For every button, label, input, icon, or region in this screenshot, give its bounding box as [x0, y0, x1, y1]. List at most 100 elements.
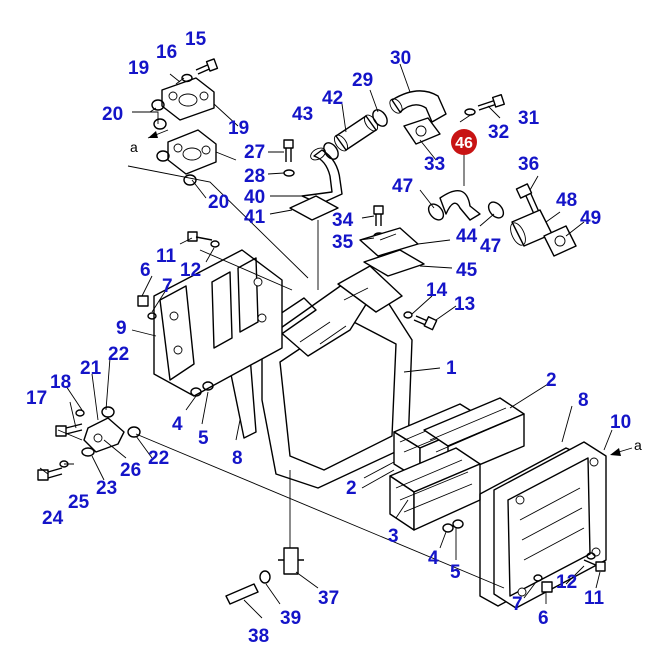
washer-18 [75, 409, 85, 417]
callout-24: 24 [42, 508, 64, 529]
callout-27: 27 [244, 142, 265, 163]
callout-46: 46 [455, 135, 473, 152]
cooler-3-stack [389, 447, 481, 531]
callout-12-lower: 12 [556, 572, 577, 593]
callout-13: 13 [454, 294, 475, 315]
callout-5-right: 5 [450, 562, 461, 583]
washer-12-upper [210, 240, 220, 248]
callout-4-left: 4 [172, 414, 183, 435]
clamp-29 [372, 109, 388, 127]
callout-14: 14 [426, 280, 448, 301]
elbow-40 [301, 147, 343, 205]
bolt-34 [373, 205, 384, 226]
callout-33: 33 [424, 154, 445, 175]
washer-28 [283, 169, 295, 177]
callout-26: 26 [120, 460, 141, 481]
callout-20-lower: 20 [208, 192, 229, 213]
callout-7-right: 7 [512, 594, 523, 615]
callout-23: 23 [96, 478, 117, 499]
callout-19-upper: 19 [128, 58, 149, 79]
callout-17: 17 [26, 388, 47, 409]
bolt-27 [283, 139, 294, 162]
callout-38: 38 [248, 626, 269, 647]
callout-10: 10 [610, 412, 631, 433]
nut-6-left [137, 295, 149, 307]
callout-2-lower: 2 [346, 478, 357, 499]
callout-32: 32 [488, 122, 509, 143]
callout-47-lower: 47 [480, 236, 501, 257]
callout-5-left: 5 [198, 428, 209, 449]
nut-6-right [541, 581, 553, 593]
callout-7-left: 7 [162, 276, 173, 297]
adapter-48 [510, 209, 553, 247]
callout-1: 1 [446, 358, 457, 379]
o-rings-upper-20 [151, 99, 167, 130]
callout-45: 45 [456, 260, 478, 281]
callout-20-upper: 20 [102, 104, 123, 125]
bolt-36 [515, 183, 540, 215]
o-ring-22-upper [101, 406, 115, 418]
pin-5-left [202, 381, 214, 391]
callout-48: 48 [556, 190, 577, 211]
flange-26 [83, 417, 125, 453]
washer-7-right [533, 574, 543, 582]
assembly-lines [127, 165, 505, 589]
callout-16: 16 [156, 42, 177, 63]
bolt-15 [195, 58, 219, 75]
flange-upper-19 [161, 77, 215, 121]
callout-11-lower: 11 [584, 588, 605, 609]
callout-41: 41 [244, 207, 266, 228]
callout-35: 35 [332, 232, 354, 253]
callout-30: 30 [390, 48, 411, 69]
o-ring-22-lower [127, 426, 141, 438]
callout-3: 3 [388, 526, 399, 547]
callout-49: 49 [580, 208, 601, 229]
washer-12-lower [586, 552, 596, 560]
arrow-a-left: a [130, 129, 169, 155]
callout-43: 43 [292, 104, 313, 125]
clamp-43 [323, 142, 339, 160]
callout-34: 34 [332, 210, 354, 231]
marker-a-left: a [130, 139, 138, 155]
callout-11-upper: 11 [156, 246, 177, 267]
callout-8-left: 8 [232, 448, 243, 469]
gasket-33 [403, 117, 441, 145]
o-rings-lower-20 [156, 150, 197, 186]
bolt-31 [477, 93, 506, 111]
callout-28: 28 [244, 166, 265, 187]
highlight-badge-46: 46 [451, 129, 477, 155]
callout-6-left: 6 [140, 260, 151, 281]
washer-32 [464, 108, 476, 116]
cover-9 [153, 249, 283, 397]
callout-22-upper: 22 [108, 344, 129, 365]
valve-37 [278, 547, 304, 575]
callout-40: 40 [244, 187, 265, 208]
callout-19-lower: 19 [228, 118, 249, 139]
case-1 [261, 265, 413, 489]
washer-16 [181, 73, 193, 83]
washer-7-left [147, 312, 157, 320]
callout-37: 37 [318, 588, 339, 609]
bolt-13 [413, 315, 438, 331]
gasket-23 [81, 447, 95, 457]
callout-21: 21 [80, 358, 102, 379]
elbow-44 [359, 227, 419, 257]
callout-31: 31 [518, 108, 540, 129]
flange-lower-19 [167, 129, 217, 175]
clamp-47-left [427, 203, 445, 221]
bolt-11-lower [583, 559, 606, 572]
callout-labels: 15 16 19 20 19 20 30 29 42 43 31 32 33 2… [26, 29, 631, 647]
callout-29: 29 [352, 70, 373, 91]
callout-4-right: 4 [428, 548, 439, 569]
pin-5-right [452, 519, 464, 529]
callout-42: 42 [322, 88, 343, 109]
callout-12-upper: 12 [180, 260, 201, 281]
callout-25: 25 [68, 492, 90, 513]
gasket-49 [543, 225, 577, 257]
tube-46 [439, 189, 481, 221]
stick-38 [225, 583, 259, 605]
cover-10 [493, 441, 607, 609]
callout-44: 44 [456, 226, 478, 247]
callout-15: 15 [185, 29, 207, 50]
callout-47-upper: 47 [392, 176, 413, 197]
